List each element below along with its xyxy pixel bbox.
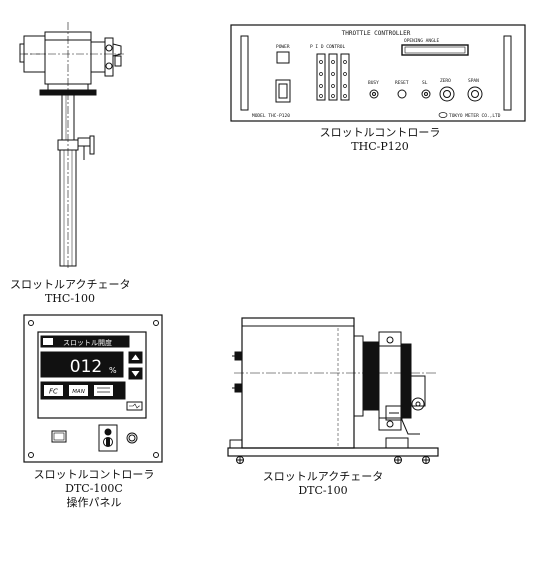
- thcp120-opening-label: OPENING ANGLE: [404, 38, 440, 44]
- dtc100c-window: [51, 430, 67, 443]
- fc-button-label: FC: [49, 388, 58, 396]
- down-arrow-icon: [131, 371, 140, 377]
- dtc100c-name: スロットルコントローラ: [33, 468, 155, 481]
- func-button[interactable]: [94, 385, 113, 396]
- thcp120-drawing: THROTTLE CONTROLLER POWER P I D CONTROL …: [230, 24, 526, 122]
- reset-knob[interactable]: [397, 89, 407, 99]
- knob-label-busy: BUSY: [368, 80, 379, 86]
- thc100-model: THC-100: [44, 292, 96, 305]
- sl-knob[interactable]: [421, 89, 431, 99]
- knob-label-sl: SL: [422, 80, 428, 86]
- thcp120-model: THC-P120: [351, 140, 409, 153]
- busy-knob[interactable]: [369, 89, 379, 99]
- knob-label-zero: ZERO: [440, 78, 451, 84]
- knob-label-span: SPAN: [468, 78, 479, 84]
- dtc100-caption: スロットルアクチェータ DTC-100: [253, 470, 393, 498]
- dtc100c-drawing: スロットル開度 012 % FC MAN: [23, 314, 163, 463]
- dtc100c-sub: 操作パネル: [66, 496, 122, 509]
- dtc100c-header: スロットル開度: [63, 338, 112, 347]
- knob-label-reset: RESET: [395, 80, 409, 86]
- dtc100-name: スロットルアクチェータ: [262, 470, 384, 483]
- thcp120-pid-label: P I D CONTROL: [310, 44, 346, 50]
- fc-button[interactable]: [44, 385, 63, 396]
- thcp120-name: スロットルコントローラ: [319, 126, 441, 139]
- thcp120-power-label: POWER: [276, 44, 290, 50]
- key-switch[interactable]: [98, 424, 118, 452]
- dtc100c-value: 012: [70, 357, 102, 377]
- thcp120-maker: TOKYO METER CO.,LTD: [449, 113, 501, 119]
- thc100-caption: スロットルアクチェータ THC-100: [10, 278, 130, 306]
- dtc100c-model: DTC-100C: [65, 482, 123, 495]
- thc100-name: スロットルアクチェータ: [10, 278, 131, 291]
- thcp120-model-plate: MODEL THC-P120: [252, 113, 290, 119]
- dtc100c-caption: スロットルコントローラ DTC-100C 操作パネル: [14, 468, 174, 510]
- up-arrow-icon: [131, 354, 140, 360]
- round-button[interactable]: [126, 432, 138, 444]
- power-switch[interactable]: [276, 51, 290, 64]
- thcp120-title: THROTTLE CONTROLLER: [342, 30, 411, 37]
- thcp120-caption: スロットルコントローラ THC-P120: [300, 126, 460, 154]
- dtc100-model: DTC-100: [298, 484, 348, 497]
- man-button[interactable]: [69, 385, 88, 396]
- dtc100c-unit: %: [109, 366, 117, 375]
- man-button-label: MAN: [72, 389, 85, 395]
- span-knob[interactable]: [467, 86, 483, 102]
- dtc100-drawing: [227, 317, 439, 464]
- zero-knob[interactable]: [439, 86, 455, 102]
- thc100-drawing: [19, 22, 124, 268]
